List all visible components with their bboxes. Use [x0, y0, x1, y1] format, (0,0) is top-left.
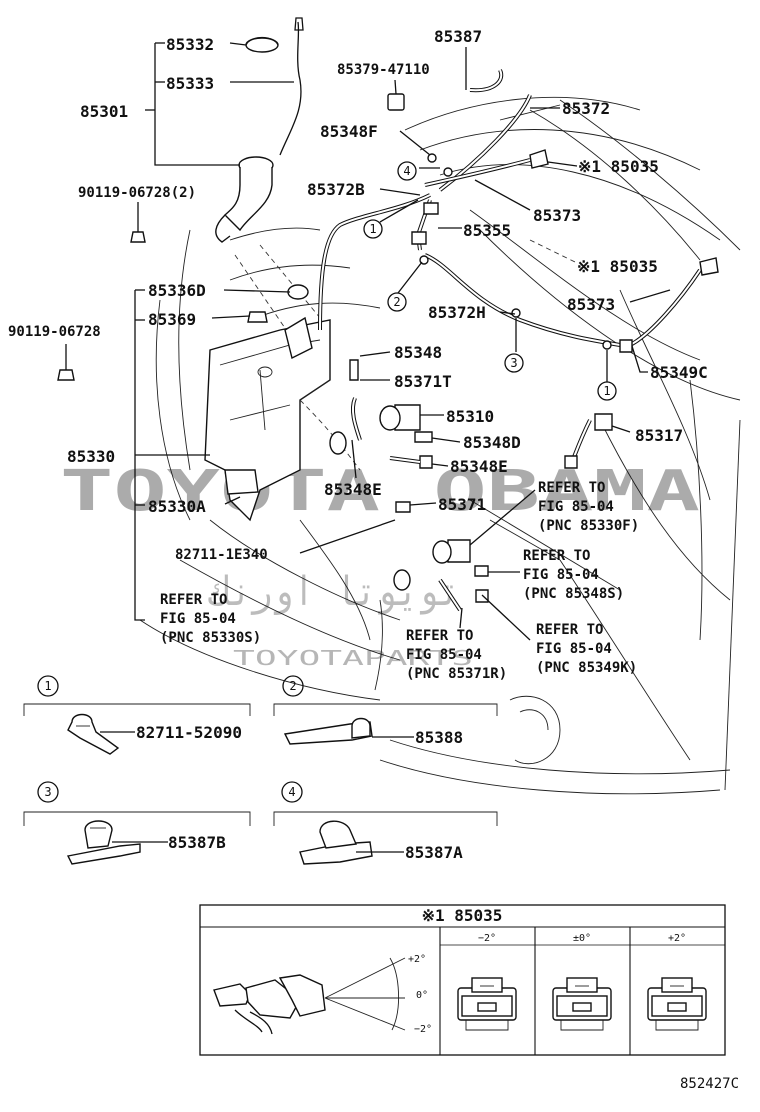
figure-code: 852427C — [680, 1076, 739, 1092]
refer-85330F-line3: (PNC 85330F) — [538, 518, 639, 534]
callout-3-main: 3 — [510, 356, 517, 370]
label-85371: 85371 — [438, 495, 486, 514]
label-85348: 85348 — [394, 343, 442, 362]
refer-85349K-line1: REFER TO — [536, 622, 603, 638]
callout-1-main-a: 1 — [369, 222, 376, 236]
nozzle-side-view: +2° 0° −2° — [213, 954, 432, 1035]
label-82711-52090: 82711-52090 — [136, 723, 242, 742]
angle-mid-label: 0° — [416, 990, 428, 1001]
refer-85330S-line2: FIG 85-04 — [160, 611, 236, 627]
label-85310: 85310 — [446, 407, 494, 426]
connector-view-zero — [552, 977, 612, 1031]
label-85373-top: 85373 — [533, 206, 581, 225]
angle-top-label: +2° — [408, 954, 426, 965]
label-85348F: 85348F — [320, 122, 378, 141]
label-90119-06728: 90119-06728 — [8, 324, 101, 340]
circle-callouts: 4 1 2 3 1 — [363, 161, 617, 401]
refer-85371R-line3: (PNC 85371R) — [406, 666, 507, 682]
label-85387A: 85387A — [405, 843, 463, 862]
label-85301: 85301 — [80, 102, 128, 121]
label-85387: 85387 — [434, 27, 482, 46]
label-85355: 85355 — [463, 221, 511, 240]
watermark-sub: TOYOTAPARTS — [233, 646, 473, 670]
angle-bot-label: −2° — [414, 1024, 432, 1035]
washer-hoses — [318, 69, 702, 612]
watermark-main: TOYOTA OBAMA — [60, 459, 700, 524]
label-85035-top: ※1 85035 — [578, 157, 659, 176]
table-col-zero: ±0° — [573, 933, 591, 944]
label-85336D: 85336D — [148, 281, 206, 300]
refer-85330F-line1: REFER TO — [538, 480, 605, 496]
hose-clips — [419, 153, 612, 350]
washer-tank — [204, 316, 361, 522]
refer-85348S-line1: REFER TO — [523, 548, 590, 564]
label-85330: 85330 — [67, 447, 115, 466]
label-85035-mid: ※1 85035 — [577, 257, 658, 276]
refer-85371R-line1: REFER TO — [406, 628, 473, 644]
label-85369: 85369 — [148, 310, 196, 329]
nozzles — [387, 93, 719, 469]
watermark: TOYOTA OBAMA تويوتا اورنك TOYOTAPARTS — [60, 459, 700, 670]
label-85333: 85333 — [166, 74, 214, 93]
label-85372: 85372 — [562, 99, 610, 118]
refer-85330F-line2: FIG 85-04 — [538, 499, 614, 515]
bolts — [57, 231, 309, 381]
car-body-outline — [139, 96, 741, 795]
callout-2-main: 2 — [393, 295, 400, 309]
part-labels: 85332 85333 85301 85387 85379-47110 8537… — [8, 27, 708, 563]
label-85379-47110: 85379-47110 — [337, 62, 430, 78]
table-col-minus2: −2° — [478, 933, 496, 944]
inset-3-number: 3 — [44, 785, 51, 799]
refer-85348S-line3: (PNC 85348S) — [523, 586, 624, 602]
refer-85349K-line2: FIG 85-04 — [536, 641, 612, 657]
label-85372H: 85372H — [428, 303, 486, 322]
refer-85349K-line3: (PNC 85349K) — [536, 660, 637, 676]
label-85349C: 85349C — [650, 363, 708, 382]
label-85388: 85388 — [415, 728, 463, 747]
refer-notes: REFER TO FIG 85-04 (PNC 85330F) REFER TO… — [160, 480, 639, 682]
table-title: ※1 85035 — [422, 906, 503, 925]
table-col-plus2: +2° — [668, 933, 686, 944]
pumps-and-grommets — [329, 359, 489, 603]
connector-view-plus2 — [647, 977, 707, 1031]
label-85348D: 85348D — [463, 433, 521, 452]
watermark-arabic: تويوتا اورنك — [208, 569, 460, 615]
refer-85330S-line3: (PNC 85330S) — [160, 630, 261, 646]
label-85372B: 85372B — [307, 180, 365, 199]
label-85330A: 85330A — [148, 497, 206, 516]
leader-lines — [65, 42, 671, 641]
inset-2-number: 2 — [289, 679, 296, 693]
nozzle-angle-table: ※1 85035 −2° ±0° +2° +2° 0° −2° — [199, 904, 726, 1056]
label-85373-mid: 85373 — [567, 295, 615, 314]
filler-neck — [215, 17, 304, 243]
refer-85330S-line1: REFER TO — [160, 592, 227, 608]
inset-1-number: 1 — [44, 679, 51, 693]
label-85387B: 85387B — [168, 833, 226, 852]
refer-85348S-line2: FIG 85-04 — [523, 567, 599, 583]
label-85371T: 85371T — [394, 372, 452, 391]
callout-4-main: 4 — [403, 164, 410, 178]
callout-1-main-b: 1 — [603, 384, 610, 398]
label-85317: 85317 — [635, 426, 683, 445]
label-85332: 85332 — [166, 35, 214, 54]
inset-4-number: 4 — [288, 785, 295, 799]
detail-insets: 1 82711-52090 2 85388 3 85387B 4 85387A — [23, 675, 498, 865]
label-82711-1E340: 82711-1E340 — [175, 547, 268, 563]
connector-view-minus2 — [457, 977, 517, 1031]
label-90119-06728-2: 90119-06728(2) — [78, 185, 196, 201]
label-85348E-right: 85348E — [450, 457, 508, 476]
refer-85371R-line2: FIG 85-04 — [406, 647, 482, 663]
label-85348E-left: 85348E — [324, 480, 382, 499]
